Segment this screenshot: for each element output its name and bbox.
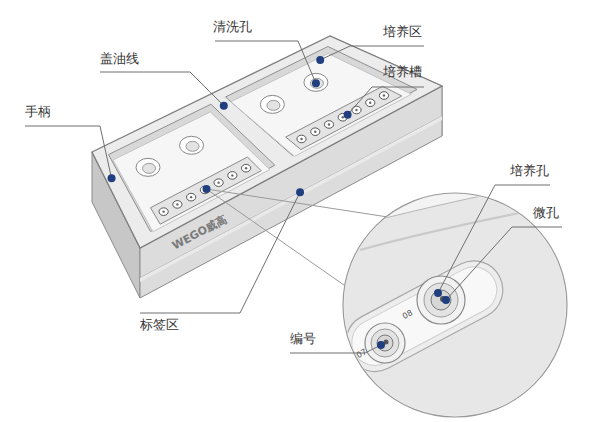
leader-dot xyxy=(203,185,211,193)
micro-well xyxy=(190,196,192,198)
leader-dot xyxy=(108,174,116,182)
leader-line xyxy=(446,227,562,300)
part-label: 盖油线 xyxy=(100,51,139,67)
micro-well xyxy=(383,94,385,96)
leader-line xyxy=(348,87,424,115)
culture-well xyxy=(352,106,361,114)
micro-well xyxy=(300,138,302,140)
leader-line xyxy=(25,126,112,178)
wash-hole xyxy=(260,95,284,113)
leader-dot xyxy=(344,111,352,119)
culture-zone-floor xyxy=(113,112,270,232)
part-label: 微孔 xyxy=(533,205,559,221)
leader-dot xyxy=(442,296,450,304)
leader-dot xyxy=(316,56,324,64)
culture-trough xyxy=(286,86,402,149)
micro-well xyxy=(314,131,316,133)
wash-hole xyxy=(136,158,160,176)
micro-well xyxy=(162,210,164,212)
micro-well xyxy=(231,174,233,176)
culture-zone-wall xyxy=(226,47,418,156)
part-label: 培养孔 xyxy=(510,163,549,179)
leader-dot xyxy=(377,341,385,349)
leader-line xyxy=(100,72,224,106)
wash-hole-inner xyxy=(267,100,280,110)
leader-dot xyxy=(312,79,320,87)
culture-well xyxy=(241,164,250,172)
wash-hole-inner xyxy=(310,78,323,88)
micro-well xyxy=(355,109,357,111)
culture-zone-wall xyxy=(109,104,275,231)
wash-hole xyxy=(304,73,328,91)
micro-well xyxy=(369,102,371,104)
micro-well xyxy=(176,203,178,205)
culture-well xyxy=(159,208,168,216)
leader-dot xyxy=(434,289,442,297)
leader-line xyxy=(140,192,300,313)
culture-well xyxy=(311,128,320,136)
leader-line xyxy=(320,46,424,60)
culture-well xyxy=(366,99,375,107)
culture-well xyxy=(228,172,237,180)
leader-line xyxy=(438,185,550,293)
part-label: 培养槽 xyxy=(383,64,422,80)
part-label: 编号 xyxy=(290,331,316,347)
leader-dot xyxy=(296,188,304,196)
part-label: 培养区 xyxy=(383,24,422,40)
culture-well xyxy=(173,201,182,209)
part-label: 手柄 xyxy=(25,104,51,120)
micro-well xyxy=(342,116,344,118)
leader-dot xyxy=(220,102,228,110)
micro-well xyxy=(217,181,219,183)
culture-well xyxy=(324,121,333,129)
part-label: 清洗孔 xyxy=(213,19,252,35)
culture-well xyxy=(297,135,306,143)
culture-well xyxy=(214,179,223,187)
culture-well xyxy=(187,193,196,201)
micro-well xyxy=(328,123,330,125)
wash-hole-inner xyxy=(143,163,156,173)
zoom-line xyxy=(207,189,345,286)
wash-hole-inner xyxy=(186,141,199,151)
part-label: 标签区 xyxy=(140,317,179,333)
leader-line xyxy=(290,345,381,353)
magnifier xyxy=(336,180,589,420)
culture-well xyxy=(379,92,388,100)
micro-well xyxy=(245,167,247,169)
leader-line xyxy=(215,41,316,83)
wash-hole xyxy=(180,136,204,154)
culture-trough xyxy=(151,157,262,224)
zoom-line xyxy=(207,189,387,217)
